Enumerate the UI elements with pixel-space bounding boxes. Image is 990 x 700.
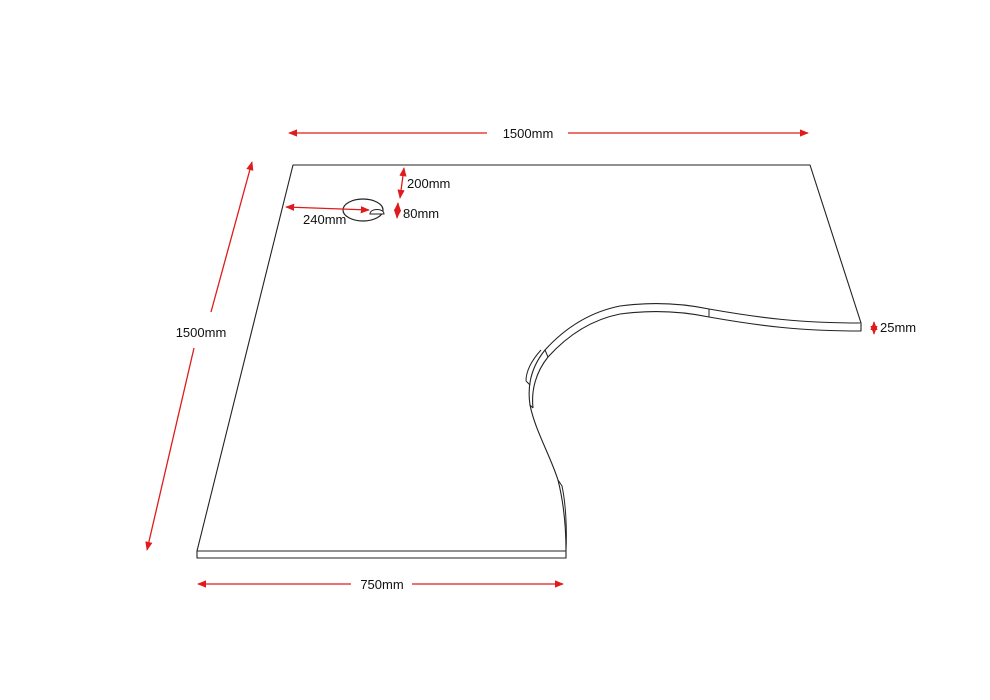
desk-front-edge xyxy=(196,550,567,559)
bottom-width-label: 750mm xyxy=(360,577,403,592)
side-depth-label: 1500mm xyxy=(176,325,227,340)
side-depth-arrow-down xyxy=(145,347,195,551)
grommet-back-arrow xyxy=(397,167,407,199)
desk-curve-thickness xyxy=(525,349,567,552)
top-width-label: 1500mm xyxy=(503,126,554,141)
dimension-lines xyxy=(145,129,878,588)
grommet-back-label: 200mm xyxy=(407,176,450,191)
desk-top xyxy=(196,164,862,559)
grommet-side-label: 240mm xyxy=(303,212,346,227)
side-depth-arrow-up xyxy=(210,161,254,313)
desk-curve-inner-edge xyxy=(525,309,710,409)
grommet-diameter-arrow xyxy=(393,202,402,219)
desk-top-surface xyxy=(196,164,862,552)
dimension-labels: 1500mm 1500mm 750mm 25mm 200mm 80mm 240m… xyxy=(176,126,916,592)
grommet-side-arrow xyxy=(285,203,370,214)
thickness-label: 25mm xyxy=(880,320,916,335)
desk-right-edge xyxy=(532,311,862,409)
grommet-diameter-label: 80mm xyxy=(403,206,439,221)
